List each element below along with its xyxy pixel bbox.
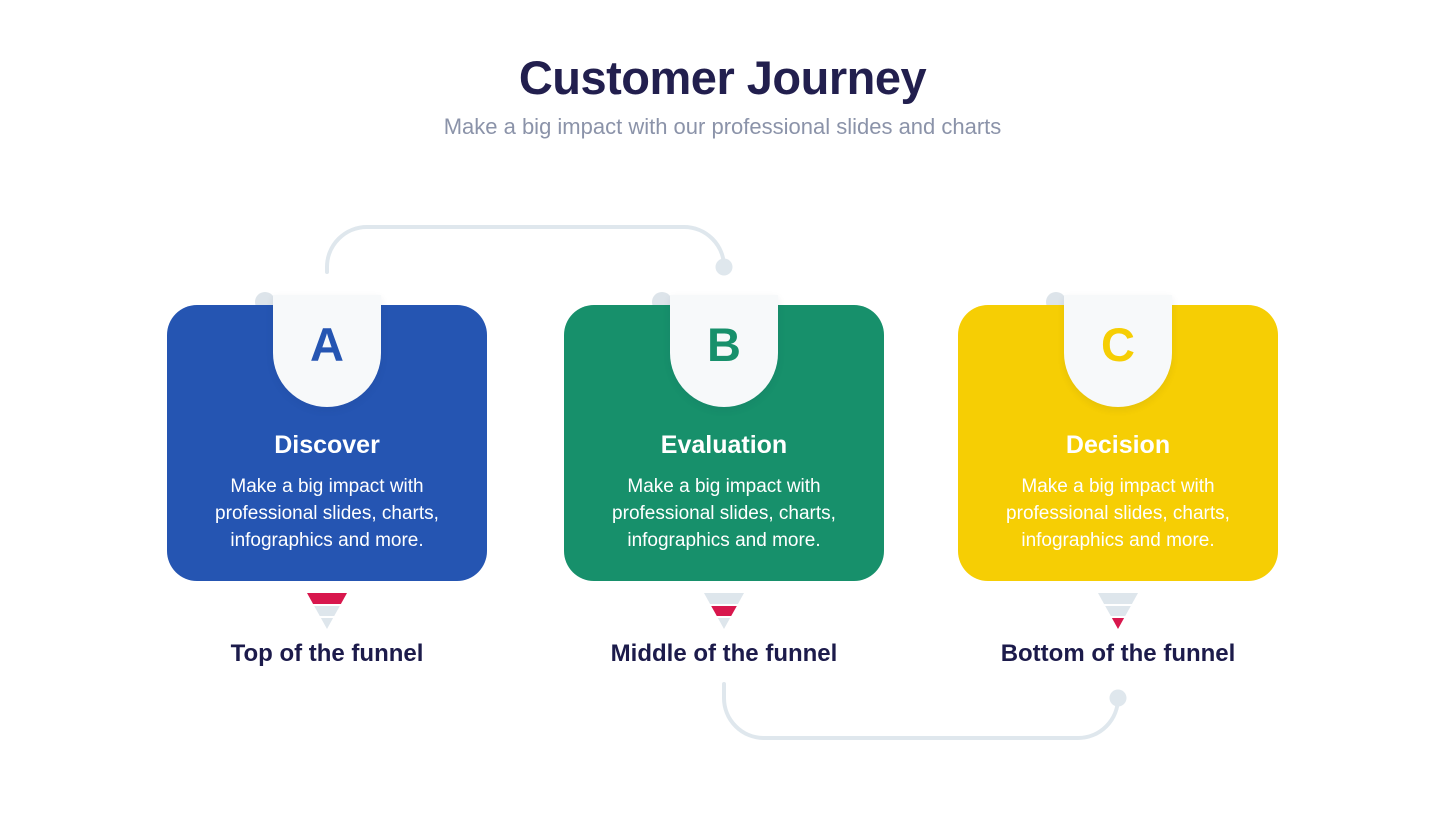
card-title: Discover (274, 431, 380, 459)
card-description-line: professional slides, charts, (1006, 503, 1230, 524)
card-description-line: professional slides, charts, (215, 503, 439, 524)
card-description-line: Make a big impact with (627, 476, 821, 497)
card-letter: B (707, 318, 741, 371)
card-letter: C (1101, 318, 1135, 371)
card-description-line: Make a big impact with (1021, 476, 1215, 497)
page-subtitle: Make a big impact with our professional … (443, 114, 1002, 139)
funnel-top-icon (307, 593, 347, 629)
connector-bottom-dot-icon (1109, 689, 1127, 707)
funnel-stage-label: Top of the funnel (230, 640, 424, 667)
journey-card-decision: Decision Make a big impact with professi… (958, 292, 1278, 690)
card-description-line: professional slides, charts, (612, 503, 836, 524)
connector-top-dot-icon (715, 258, 733, 276)
funnel-stage-label: Bottom of the funnel (1000, 640, 1236, 667)
card-description-line: infographics and more. (627, 530, 821, 551)
card-letter-badge: C (1064, 295, 1172, 407)
journey-card-discover: Discover Make a big impact with professi… (167, 292, 487, 690)
journey-card-evaluation: Evaluation Make a big impact with profes… (564, 292, 884, 690)
card-body: Discover Make a big impact with professi… (167, 305, 487, 581)
card-description-line: infographics and more. (1021, 530, 1215, 551)
card-description-line: infographics and more. (230, 530, 424, 551)
card-letter: A (310, 318, 344, 371)
connector-bottom-icon (722, 682, 1120, 740)
card-title: Evaluation (660, 431, 788, 459)
funnel-bottom-icon (1098, 593, 1138, 629)
card-letter-badge: A (273, 295, 381, 407)
card-description-line: Make a big impact with (230, 476, 424, 497)
connector-top-icon (325, 225, 726, 274)
funnel-middle-icon (704, 593, 744, 629)
funnel-stage-label: Middle of the funnel (610, 640, 838, 667)
card-title: Decision (1065, 431, 1171, 459)
page-title: Customer Journey (518, 51, 927, 104)
card-letter-badge: B (670, 295, 778, 407)
